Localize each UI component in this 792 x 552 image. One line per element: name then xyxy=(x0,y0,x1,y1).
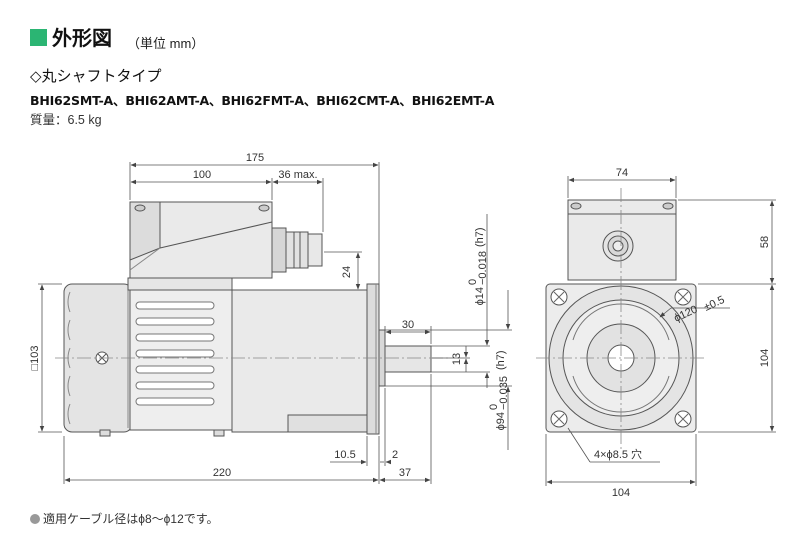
output-shaft xyxy=(384,345,432,373)
mass-label: 質量：6.5 kg xyxy=(30,113,102,127)
dim-phi14-tol-lower: −0.018 xyxy=(477,251,489,285)
header-accent-square xyxy=(30,29,47,46)
dim-phi14: ϕ14 xyxy=(474,287,486,305)
dim-104-horizontal: 104 xyxy=(612,487,630,499)
cable-note-text: 適用ケーブル径はϕ8～ϕ12です。 xyxy=(43,512,219,526)
page-title: 外形図 xyxy=(52,26,112,50)
dim-phi94-fit: (h7) xyxy=(495,350,507,370)
shaft-type-heading: ◇丸シャフトタイプ xyxy=(30,67,162,85)
dim-10-5: 10.5 xyxy=(334,449,355,461)
cable-gland xyxy=(285,231,309,269)
dim-36max: 36 max. xyxy=(278,169,317,181)
front-dimension-lines xyxy=(545,176,776,486)
motor-body xyxy=(129,289,233,431)
dim-holes: 4×ϕ8.5 穴 xyxy=(594,447,642,461)
unit-label: （単位 mm） xyxy=(127,36,205,51)
dim-100: 100 xyxy=(193,169,211,181)
model-list: BHI62SMT-A、BHI62AMT-A、BHI62FMT-A、BHI62CM… xyxy=(30,93,495,108)
front-housing xyxy=(231,289,368,433)
cable-note: 適用ケーブル径はϕ8～ϕ12です。 xyxy=(30,510,219,527)
dim-24: 24 xyxy=(341,266,353,278)
dim-175: 175 xyxy=(246,152,264,164)
dim-phi14-fit: (h7) xyxy=(474,227,486,247)
dim-37: 37 xyxy=(399,467,411,479)
dim-2: 2 xyxy=(392,449,398,461)
bullet-dot-icon xyxy=(30,514,40,524)
dim-58: 58 xyxy=(759,236,771,248)
dim-74: 74 xyxy=(616,167,628,179)
dim-13: 13 xyxy=(451,353,463,365)
dim-phi94: ϕ94 xyxy=(495,412,507,430)
dim-sq103: □103 xyxy=(29,346,41,371)
dim-220: 220 xyxy=(213,467,231,479)
dim-phi94-tol-upper: 0 xyxy=(488,404,500,410)
dim-phi94-tol-lower: −0.035 xyxy=(498,376,510,410)
side-dimension-lines xyxy=(38,162,512,484)
side-view xyxy=(63,201,432,437)
cooling-fins xyxy=(135,301,215,406)
dim-104-vertical: 104 xyxy=(759,349,771,367)
dim-phi120-tol: ±0.5 xyxy=(702,294,726,314)
dim-phi14-tol-upper: 0 xyxy=(467,279,479,285)
dim-30: 30 xyxy=(402,319,414,331)
flange xyxy=(366,283,380,435)
